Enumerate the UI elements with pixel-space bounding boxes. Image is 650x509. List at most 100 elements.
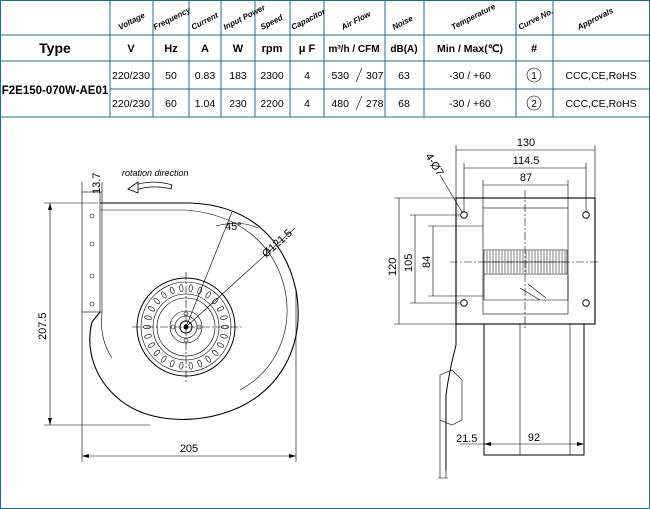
dim-arrow-icon: [48, 418, 52, 425]
cell-speed: 2300: [260, 70, 284, 82]
cell-curve: 1: [531, 71, 537, 82]
impeller-blade: [169, 286, 175, 295]
mount-hole: [460, 299, 468, 307]
mounting-flange: [81, 191, 103, 313]
dim-angle: 45°: [225, 221, 242, 233]
cable-lead: [438, 420, 448, 479]
dim-arrow-icon: [289, 454, 296, 458]
cell-temperature: -30 / +60: [449, 70, 491, 82]
impeller-blade: [220, 334, 228, 339]
cell-voltage: 220/230: [112, 98, 150, 110]
diameter-leader: [185, 227, 296, 328]
motor-body: [483, 274, 569, 301]
scroll-housing: [89, 202, 299, 420]
header-frequency: Frequency: [152, 5, 193, 32]
unit-frequency: Hz: [164, 43, 178, 55]
header-curve-no: Curve No.: [517, 7, 555, 32]
unit-current: A: [201, 43, 209, 55]
impeller-blade: [144, 315, 152, 320]
cell-power: 230: [229, 98, 247, 110]
curve-circle: [526, 67, 542, 83]
cell-noise: 68: [398, 98, 410, 110]
table-row: 220/230 50 0.83 183 2300 4 530 307 63 -3…: [112, 67, 637, 83]
dim-arrow-icon: [577, 442, 584, 446]
impeller-blade: [211, 349, 219, 356]
hole-leader: [439, 174, 463, 213]
dim-w-mid: 114.5: [513, 155, 540, 167]
mount-hole: [460, 211, 468, 219]
model-name: F2E150-070W-AE01: [2, 85, 109, 97]
dim-height: 207.5: [37, 312, 49, 340]
unit-speed: rpm: [262, 43, 283, 55]
header-current: Current: [190, 10, 220, 31]
capacitor-bracket: [439, 369, 463, 426]
impeller-blade: [211, 298, 219, 305]
unit-capacitor: μ F: [299, 43, 316, 55]
impeller-blade: [197, 286, 203, 295]
impeller-blade: [197, 359, 203, 368]
cell-temperature: -30 / +60: [449, 98, 491, 110]
unit-noise: dB(A): [390, 44, 417, 55]
cell-current: 0.83: [195, 70, 216, 82]
housing-cutoff: [101, 311, 113, 359]
impeller-blade: [179, 284, 184, 293]
cell-current: 1.04: [195, 98, 216, 110]
header-approvals: Approvals: [575, 6, 615, 32]
cell-air-flow-cfm: 278: [366, 98, 384, 110]
cell-capacitor: 4: [304, 98, 310, 110]
header-temperature: Temperature: [450, 2, 497, 32]
dim-holes: 4-Ø7: [422, 151, 445, 178]
side-flange: [455, 197, 596, 325]
cell-air-flow-m3h: 480: [331, 98, 349, 110]
impeller-blade: [153, 349, 161, 356]
cell-capacitor: 4: [304, 70, 310, 82]
mount-hole: [582, 299, 590, 307]
front-view: rotation direction 13.7 45° Ø121.5 207.5: [37, 168, 299, 462]
impeller-blade: [205, 355, 211, 363]
cell-approvals: CCC,CE,RoHS: [565, 70, 636, 82]
flange-hole: [89, 301, 95, 307]
dim-h-mid: 105: [403, 254, 415, 272]
impeller-blade: [161, 291, 167, 299]
cell-speed: 2200: [260, 98, 284, 110]
dim-h-outer: 120: [387, 258, 399, 276]
header-capacitor: Capacitor: [290, 7, 328, 32]
unit-voltage: V: [127, 43, 135, 55]
angle-arc: [215, 222, 259, 229]
hub-bolt: [196, 324, 202, 330]
dim-flange: 13.7: [91, 173, 103, 194]
impeller-blade: [205, 291, 211, 299]
rotation-arrow-icon: [131, 181, 173, 191]
side-view: 4-Ø7 130 114.5 87 120 105: [387, 137, 600, 479]
impeller-blade: [169, 359, 175, 368]
cell-noise: 63: [398, 70, 410, 82]
flange-hole: [89, 241, 95, 247]
header-noise: Noise: [391, 14, 415, 32]
air-flow-divider: [355, 95, 363, 111]
impeller-blade: [188, 361, 193, 370]
cell-frequency: 60: [165, 98, 177, 110]
cell-voltage: 220/230: [112, 70, 150, 82]
impeller-blade: [216, 306, 225, 312]
dim-arrow-icon: [82, 454, 89, 458]
impeller-blade: [144, 334, 152, 339]
header-voltage: Voltage: [117, 11, 147, 32]
mount-hole: [582, 211, 590, 219]
housing-body: [445, 324, 585, 470]
dim-width: 205: [180, 443, 198, 455]
impeller-blade: [147, 342, 156, 348]
flange-hole: [89, 273, 95, 279]
table-row: 220/230 60 1.04 230 2200 4 480 278 68 -3…: [112, 95, 637, 111]
rotation-label: rotation direction: [122, 168, 189, 178]
cell-frequency: 50: [165, 70, 177, 82]
housing-inner-edge: [100, 209, 288, 391]
impeller-blade: [216, 342, 225, 348]
angle-leader: [185, 211, 233, 328]
motor-detail: [519, 283, 547, 301]
dim-arrow-icon: [48, 203, 52, 210]
curve-circle: [526, 95, 542, 111]
dim-arrow-icon: [484, 442, 491, 446]
impeller-blade: [188, 284, 193, 293]
